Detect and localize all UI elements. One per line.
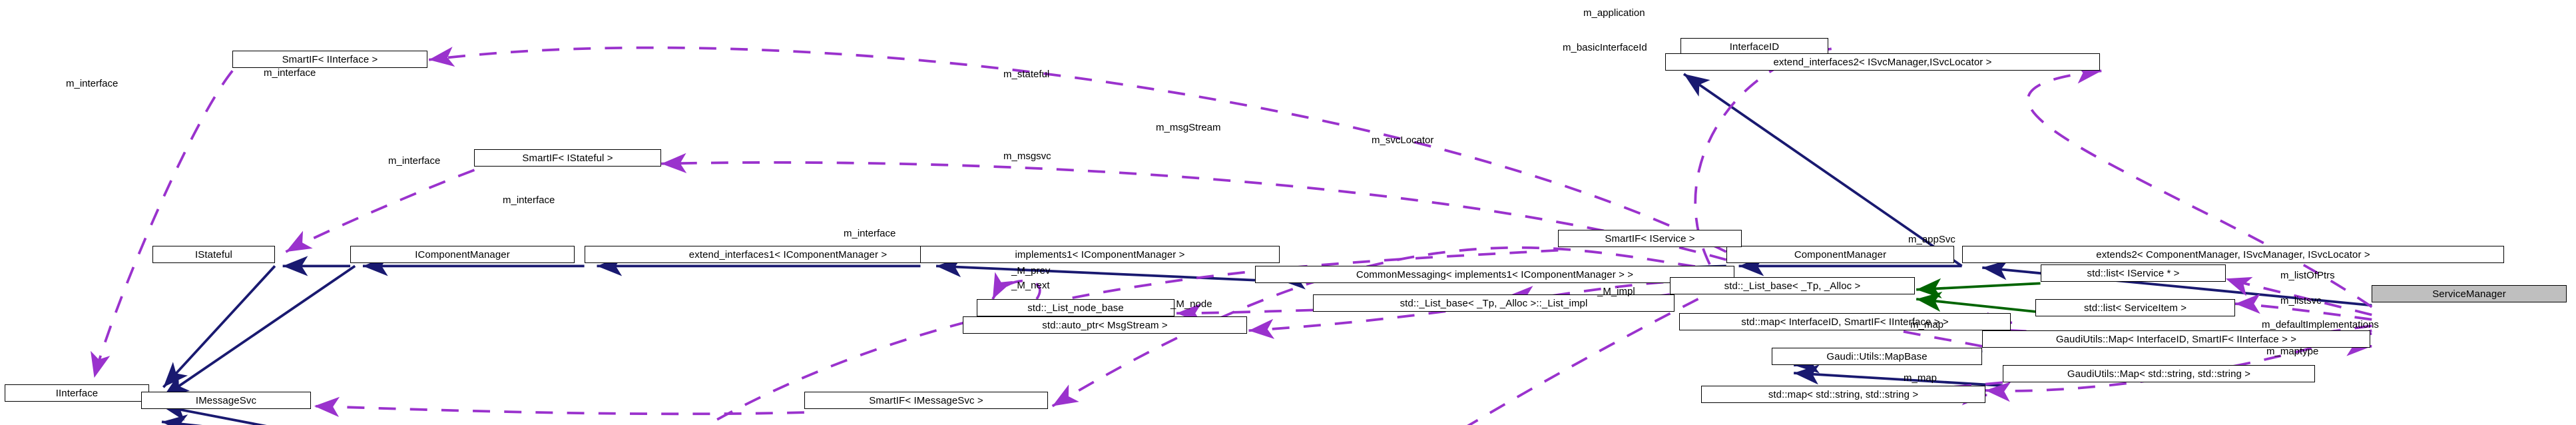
class-node-imessagesvc[interactable]: IMessageSvc [141,392,311,409]
class-node-map-ifid-smartif[interactable]: std::map< InterfaceID, SmartIF< IInterfa… [1679,313,2011,330]
edge-label-lbl-m-node: _M_node [1170,298,1212,310]
edge-label-lbl-m-listofptrs: m_listOfPtrs [2280,270,2335,281]
class-node-smartif-istateful[interactable]: SmartIF< IStateful > [474,149,661,167]
edge-label-lbl-m-maptype: m_maptype [2266,346,2319,357]
class-node-componentmanager[interactable]: ComponentManager [1726,246,1954,263]
edge-label-lbl-m-prev: _M_prev [1011,265,1051,276]
class-node-list-base-impl[interactable]: std::_List_base< _Tp, _Alloc >::_List_im… [1313,294,1674,312]
edge-label-lbl-m-interface-4: m_interface [503,195,555,206]
class-node-list-serviceitem[interactable]: std::list< ServiceItem > [2035,299,2235,316]
edge-label-lbl-m-map-2: m_map [1904,372,1937,384]
class-node-extends2-cm[interactable]: extends2< ComponentManager, ISvcManager,… [1962,246,2504,263]
edge-label-lbl-m-msgsvc: m_msgsvc [1003,151,1051,162]
class-node-gaudiutils-map-ifid[interactable]: GaudiUtils::Map< InterfaceID, SmartIF< I… [1982,330,2370,348]
class-node-icomponentmanager[interactable]: IComponentManager [350,246,575,263]
class-node-istateful[interactable]: IStateful [152,246,275,263]
class-node-map-string-string[interactable]: std::map< std::string, std::string > [1701,386,1985,403]
class-node-gaudiutils-map-string[interactable]: GaudiUtils::Map< std::string, std::strin… [2003,365,2315,382]
edge-label-lbl-m-appsvc: m_appSvc [1908,234,1955,245]
class-node-servicemanager[interactable]: ServiceManager [2372,285,2567,302]
class-node-smartif-imessagesvc[interactable]: SmartIF< IMessageSvc > [804,392,1048,409]
edge-label-lbl-m-interface-3: m_interface [388,155,441,167]
edge-label-lbl-m-stateful: m_stateful [1003,69,1050,80]
edge-label-lbl-m-interface-2: m_interface [264,67,316,79]
class-node-commonmessaging[interactable]: CommonMessaging< implements1< IComponent… [1255,266,1734,283]
class-node-smartif-iinterface[interactable]: SmartIF< IInterface > [232,51,427,68]
class-node-auto-ptr-msgstream[interactable]: std::auto_ptr< MsgStream > [963,316,1247,334]
edge-label-lbl-m-msgstream: m_msgStream [1156,122,1221,133]
class-node-iinterface[interactable]: IInterface [5,384,149,402]
edge-label-lbl-m-interface-1: m_interface [66,78,119,89]
edge-label-lbl-m-svclocator: m_svcLocator [1372,135,1434,146]
class-node-list-iservice-ptr[interactable]: std::list< IService * > [2041,264,2226,282]
class-node-mapbase[interactable]: Gaudi::Utils::MapBase [1772,348,1982,365]
edge-label-lbl-m-interface-5: m_interface [844,228,896,239]
class-node-list-base[interactable]: std::_List_base< _Tp, _Alloc > [1670,277,1915,294]
edge-label-lbl-m-next: _M_next [1011,280,1050,291]
edge-label-lbl-m-listsvc: m_listsvc [2280,295,2322,306]
class-node-implements1-icm[interactable]: implements1< IComponentManager > [920,246,1280,263]
edge-label-lbl-m-map-1: m_map [1910,319,1944,330]
class-node-extend-if2-svcmgr[interactable]: extend_interfaces2< ISvcManager,ISvcLoca… [1665,53,2100,71]
class-node-smartif-iservice[interactable]: SmartIF< IService > [1558,230,1742,247]
class-node-list-node-base[interactable]: std::_List_node_base [977,299,1174,316]
class-node-interfaceid[interactable]: InterfaceID [1680,38,1828,55]
edge-label-lbl-m-defaultimplementations: m_defaultImplementations [2262,319,2379,330]
edge-label-lbl-m-impl: _M_impl [1597,286,1635,297]
edge-label-lbl-m-application: m_application [1583,7,1645,19]
edge-label-lbl-m-basicinterfaceid: m_basicInterfaceId [1563,42,1647,53]
